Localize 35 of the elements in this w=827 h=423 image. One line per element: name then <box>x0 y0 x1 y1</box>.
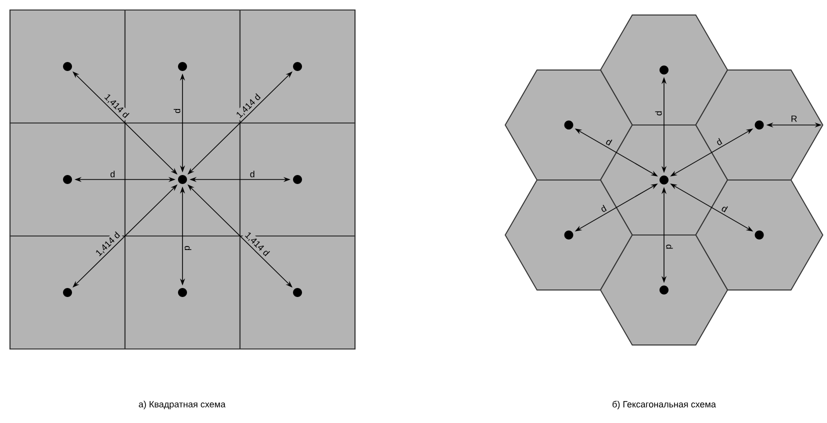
hexagonal-cell <box>600 14 728 126</box>
grid-cell <box>9 122 126 237</box>
base-station-dot <box>564 120 574 130</box>
caption: б) Гексагональная схема <box>612 400 716 410</box>
base-station-dot <box>293 62 302 71</box>
edge-label: d <box>714 136 724 148</box>
base-station-dot <box>63 288 72 297</box>
base-station-dot <box>63 175 72 184</box>
base-station-dot <box>754 120 764 130</box>
hexagonal-cell <box>504 70 633 180</box>
grid-cell <box>124 235 241 350</box>
base-station-dot <box>754 230 764 240</box>
base-station-dot <box>178 288 187 297</box>
base-station-dot <box>293 175 302 184</box>
edge-label: d <box>719 203 730 214</box>
base-station-dot <box>178 62 187 71</box>
hexagonal-cell <box>504 180 633 290</box>
edge-label: d <box>654 110 663 117</box>
base-station-dot <box>660 66 668 74</box>
hexagonal-cell <box>695 70 824 180</box>
caption: а) Квадратная схема <box>138 400 226 410</box>
edge-label: d <box>109 170 116 178</box>
edge-label: d <box>604 136 614 148</box>
base-station-dot <box>660 286 668 294</box>
hexagonal-cell <box>600 124 728 236</box>
grid-cell <box>124 122 241 237</box>
base-station-dot <box>293 288 302 297</box>
base-station-dot <box>564 230 574 240</box>
edge-label: d <box>598 203 609 214</box>
edge-label: d <box>184 244 192 252</box>
base-station-dot <box>63 62 72 71</box>
hexagonal-cell <box>695 180 824 290</box>
base-station-dot <box>178 175 187 184</box>
hexagonal-cell <box>600 234 728 346</box>
base-station-dot <box>660 176 668 184</box>
